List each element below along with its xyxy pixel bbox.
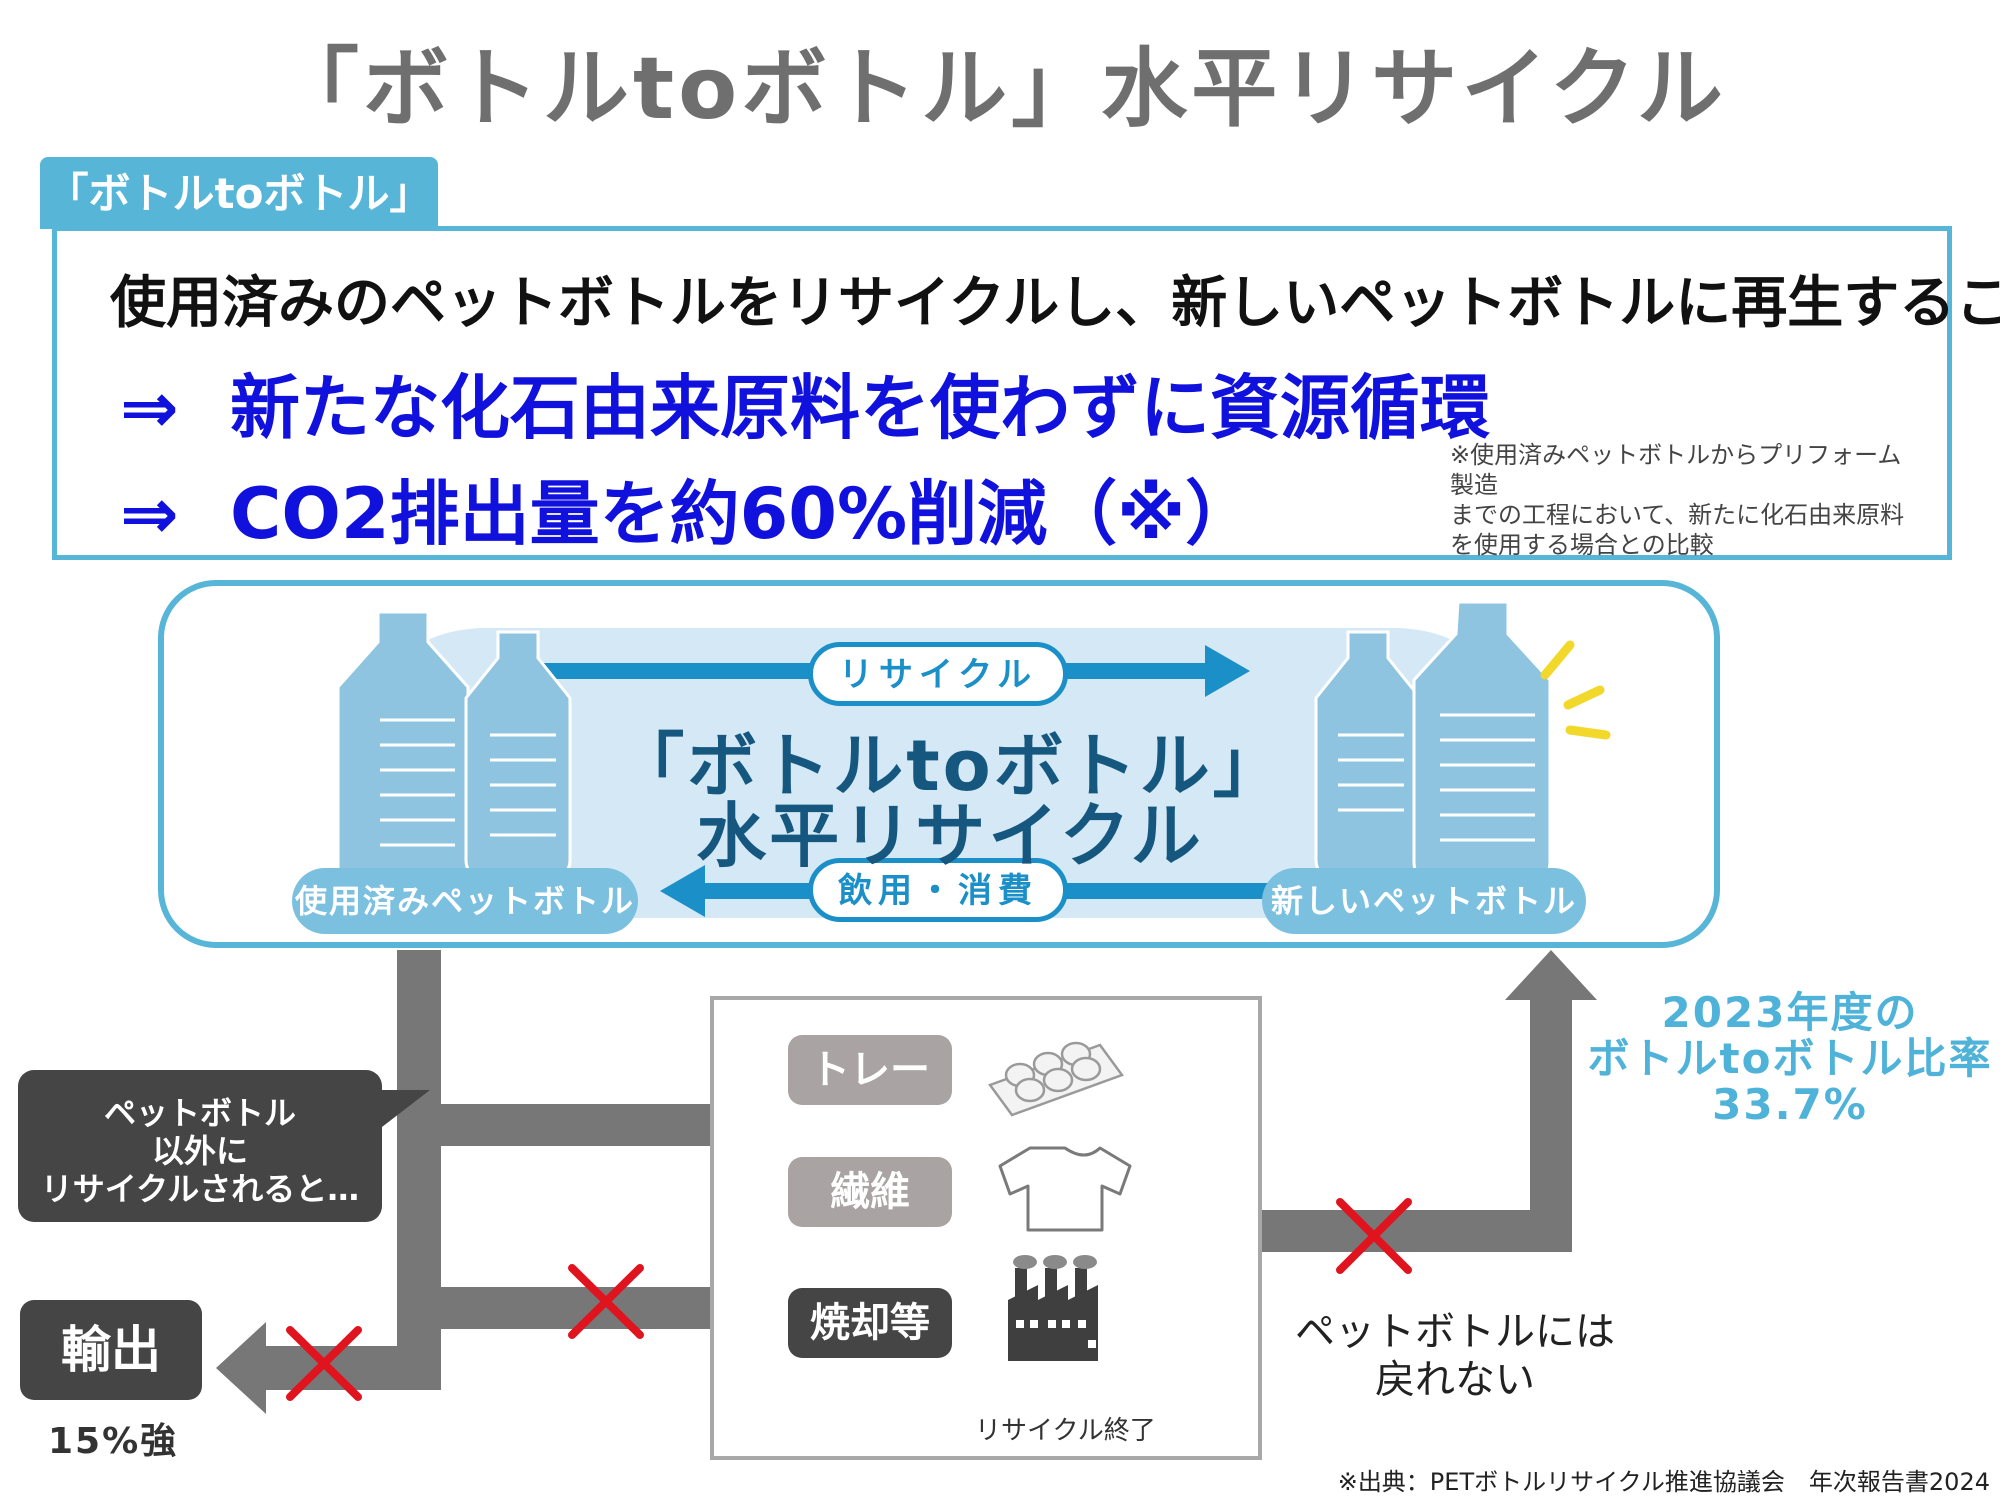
- recycle-label: リサイクル: [808, 642, 1068, 706]
- definition-tab: 「ボトルtoボトル」: [40, 157, 438, 229]
- cycle-title-line2: 水平リサイクル: [696, 795, 1204, 877]
- destination-tray: トレー: [788, 1035, 952, 1105]
- flow-return-head: [1505, 950, 1597, 1000]
- cycle-band: [340, 628, 1540, 918]
- bottle-to-bottle-rate: 2023年度の ボトルtoボトル比率 33.7%: [1580, 990, 2000, 1128]
- flow-export-head: [216, 1322, 266, 1414]
- bubble-tail: [378, 1090, 430, 1130]
- export-share: 15%強: [48, 1421, 179, 1462]
- factory-windows: [1016, 1320, 1096, 1348]
- flow-export: [262, 1346, 441, 1390]
- flow-return-up: [1530, 998, 1572, 1252]
- definition-box: [52, 226, 1952, 560]
- bubble-text: ペットボトル 以外に リサイクルされると…: [40, 1094, 360, 1208]
- recycle-arrow-head: [1205, 645, 1250, 697]
- bottle-ridges-left: [380, 718, 556, 847]
- cycle-title-line1: 「ボトルtoボトル」: [614, 725, 1286, 807]
- rate-line-2: ボトルtoボトル比率: [1587, 1034, 1993, 1083]
- export-box: 輸出: [20, 1300, 202, 1400]
- rate-value: 33.7%: [1712, 1080, 1868, 1129]
- benefit-point-2: ⇒ CO2排出量を約60%削減（※）: [120, 458, 1255, 559]
- alt-recycle-bubble: ペットボトル 以外に リサイクルされると…: [18, 1070, 382, 1222]
- benefit-text-2: CO2排出量を約60%削減（※）: [230, 473, 1256, 555]
- bottle-icon: [336, 610, 572, 887]
- arrow-symbol: ⇒: [120, 473, 179, 555]
- recycle-end-label: リサイクル終了: [975, 1416, 1156, 1446]
- tshirt-icon: [998, 1146, 1132, 1232]
- cross-icon: [568, 1264, 644, 1339]
- consume-label: 飲用・消費: [808, 858, 1068, 922]
- flow-branch-recycle: [441, 1104, 726, 1146]
- egg-tray-icon: [988, 1041, 1124, 1117]
- benefit-point-1: ⇒ 新たな化石由来原料を使わずに資源循環: [120, 352, 1490, 453]
- benefit-text-1: 新たな化石由来原料を使わずに資源循環: [230, 367, 1490, 449]
- used-bottle-label: 使用済みペットボトル: [292, 868, 638, 934]
- source-citation: ※出典：PETボトルリサイクル推進協議会 年次報告書2024: [1337, 1468, 1990, 1496]
- new-bottle-label: 新しいペットボトル: [1262, 868, 1586, 934]
- consume-arrow-head: [660, 865, 705, 917]
- definition-text: 使用済みのペットボトルをリサイクルし、新しいペットボトルに再生すること: [110, 271, 2000, 336]
- rate-line-1: 2023年度の: [1661, 988, 1919, 1037]
- cross-icon: [1336, 1198, 1412, 1274]
- flow-return: [1260, 1210, 1572, 1252]
- flow-trunk: [397, 950, 441, 1360]
- footnote-co2: ※使用済みペットボトルからプリフォーム製造 までの工程において、新たに化石由来原…: [1450, 441, 1905, 559]
- page-title: 「ボトルtoボトル」水平リサイクル: [273, 39, 1727, 139]
- destination-incineration: 焼却等: [788, 1288, 952, 1358]
- cannot-return-text: ペットボトルには 戻れない: [1295, 1309, 1615, 1403]
- factory-icon: [1008, 1255, 1098, 1361]
- destination-fiber: 繊維: [788, 1157, 952, 1227]
- cross-icon: [286, 1326, 362, 1401]
- arrow-symbol: ⇒: [120, 367, 179, 449]
- bottle-ridges-right: [1338, 713, 1535, 842]
- sparkle-icon: [1540, 640, 1611, 740]
